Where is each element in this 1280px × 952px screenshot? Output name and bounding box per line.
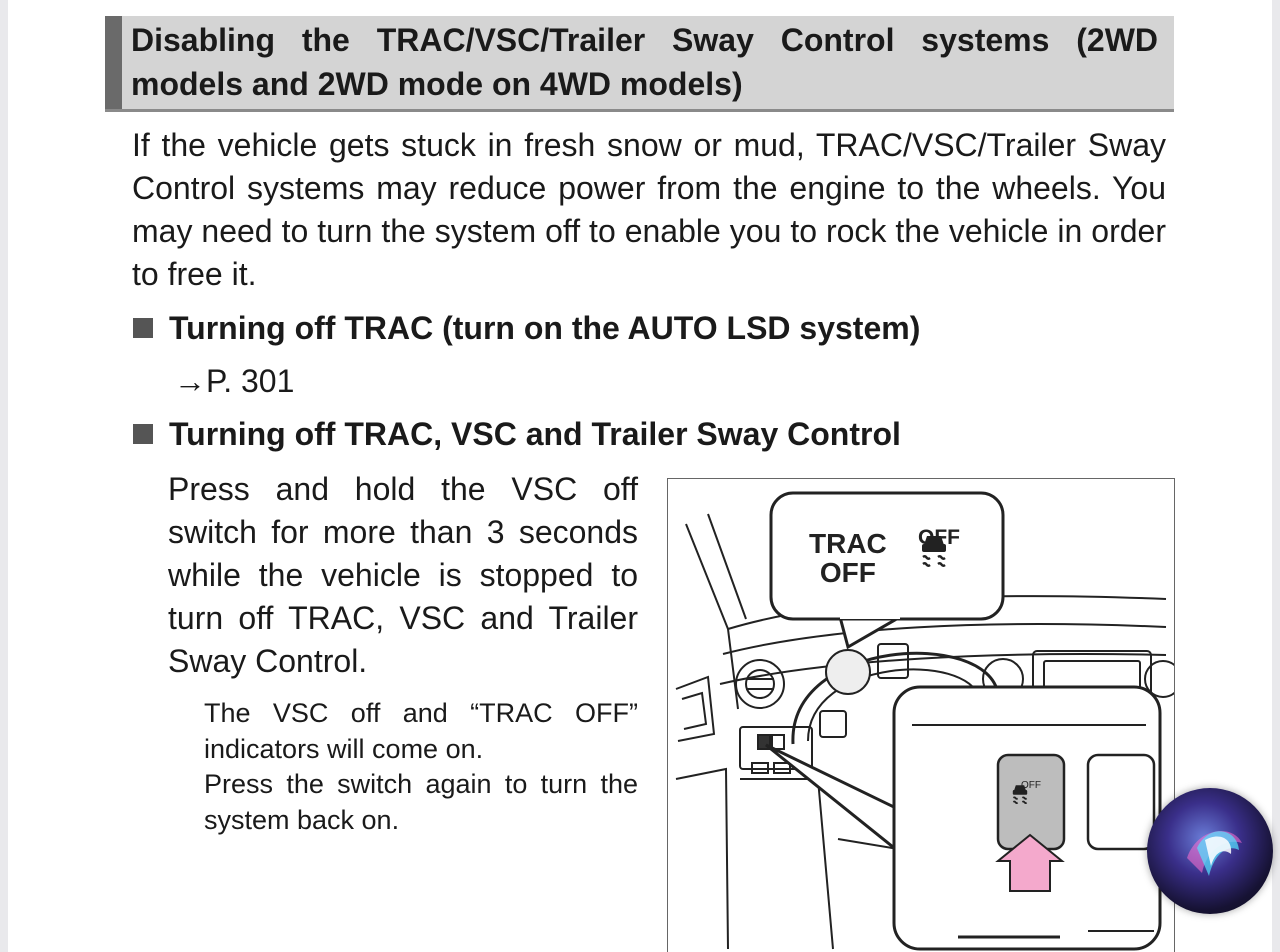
- intro-paragraph: If the vehicle gets stuck in fresh snow …: [132, 127, 1166, 292]
- callout-text-off: OFF: [819, 557, 876, 588]
- page-left-edge: [0, 0, 8, 952]
- adjacent-switch: [1086, 753, 1156, 851]
- switch-panel: [739, 726, 813, 770]
- callout-text-trac: TRAC: [809, 528, 887, 559]
- section-header-bar: [105, 16, 122, 109]
- vsc-off-indicator: OFF: [914, 527, 964, 567]
- subsection-heading-trac-vsc-off: Turning off TRAC, VSC and Trailer Sway C…: [133, 414, 901, 454]
- note-block: The VSC off and “TRAC OFF” indicators wi…: [204, 696, 638, 838]
- callout-tail-lower: [765, 743, 900, 855]
- skid-car-icon: [922, 536, 946, 567]
- switch-skid-car-icon: [1012, 785, 1028, 804]
- subsection-title: Turning off TRAC (turn on the AUTO LSD s…: [169, 310, 921, 346]
- note-line: Press the switch again to turn the syste…: [204, 769, 638, 835]
- switch-off-text: OFF: [1021, 780, 1041, 791]
- note-line: The VSC off and “TRAC OFF” indicators wi…: [204, 698, 638, 764]
- switch-face: OFF: [1008, 780, 1054, 804]
- dashboard-illustration: TRAC OFF OFF OFF: [667, 478, 1175, 952]
- press-arrow-icon: [995, 833, 1065, 892]
- bullet-square-icon: [133, 318, 153, 338]
- instruction-paragraph: Press and hold the VSC off switch for mo…: [168, 471, 638, 679]
- siri-orb-icon[interactable]: [1147, 788, 1273, 914]
- page-right-edge: [1272, 0, 1280, 952]
- callout-trac-off-label: TRAC OFF: [809, 529, 887, 587]
- left-vent-icon: [735, 659, 785, 709]
- page-reference: →P. 301: [174, 361, 294, 401]
- trac-button: [825, 649, 871, 695]
- subsection-title: Turning off TRAC, VSC and Trailer Sway C…: [169, 416, 901, 452]
- section-header: Disabling the TRAC/VSC/Trailer Sway Cont…: [105, 16, 1174, 112]
- subsection-heading-trac-off: Turning off TRAC (turn on the AUTO LSD s…: [133, 308, 920, 348]
- section-title: Disabling the TRAC/VSC/Trailer Sway Cont…: [131, 22, 1158, 102]
- page-reference-link[interactable]: →P. 301: [174, 363, 295, 399]
- instrument-gauge: [877, 643, 909, 679]
- bullet-square-icon: [133, 424, 153, 444]
- callout-bubble: [769, 491, 1005, 621]
- callout-tail-upper: [838, 615, 906, 650]
